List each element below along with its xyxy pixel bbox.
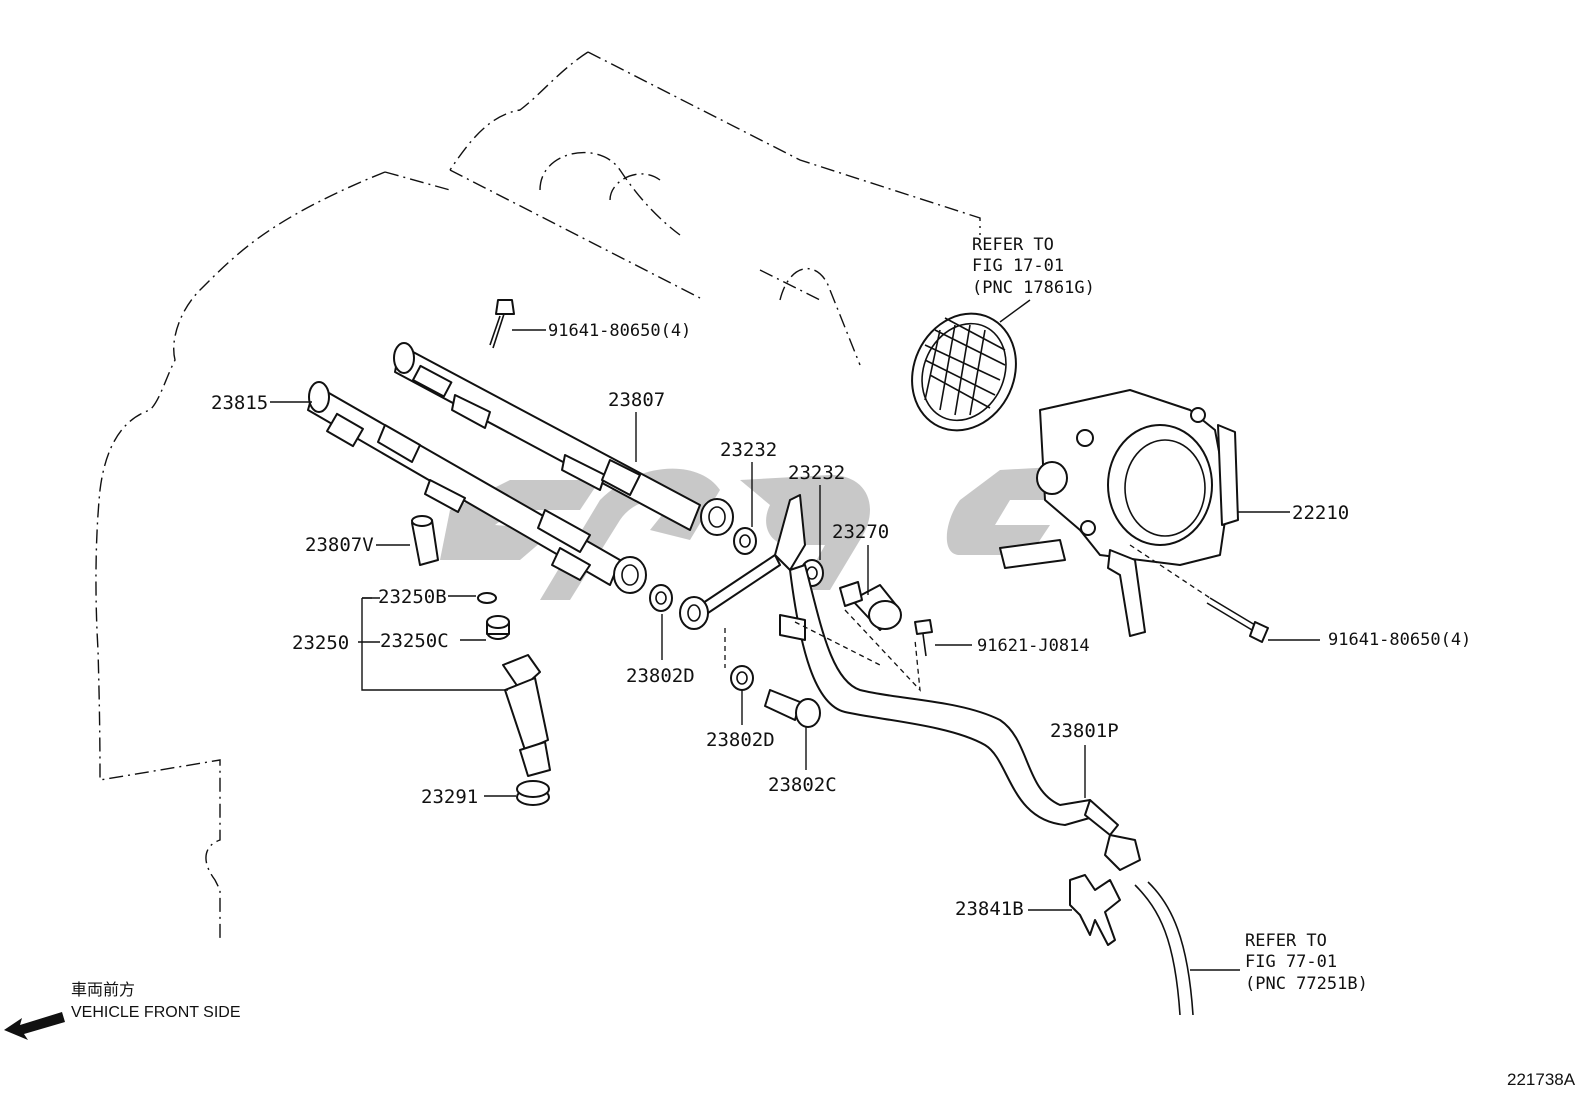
cushion-23250c bbox=[486, 615, 510, 640]
clamp-23841b bbox=[1069, 874, 1121, 946]
label-22210: 22210 bbox=[1292, 502, 1349, 524]
label-bolt-small: 91621-J0814 bbox=[977, 636, 1090, 656]
throttle-body-22210 bbox=[999, 389, 1239, 637]
gasket-23232-rear bbox=[733, 527, 757, 555]
front-arrow-icon bbox=[4, 1012, 65, 1040]
refer-note-bottom: REFER TO FIG 77-01 (PNC 77251B) bbox=[1245, 931, 1368, 994]
engine-outline bbox=[95, 51, 981, 940]
o-ring-23250b bbox=[477, 592, 497, 604]
gasket-23802d-upper bbox=[649, 584, 673, 612]
refer-bottom-line-2: FIG 77-01 bbox=[1245, 952, 1337, 972]
leader-lines bbox=[270, 299, 1320, 971]
crossover-pipe bbox=[679, 494, 806, 630]
figure-id: 221738A bbox=[1507, 1070, 1576, 1089]
refer-top-line-1: REFER TO bbox=[972, 235, 1054, 255]
spacer-23807v bbox=[411, 515, 439, 566]
front-label-jp: 車両前方 bbox=[71, 981, 135, 999]
refer-top-line-3: (PNC 17861G) bbox=[972, 278, 1095, 298]
pipe-bracket bbox=[779, 614, 806, 641]
refer-note-top: REFER TO FIG 17-01 (PNC 17861G) bbox=[972, 235, 1095, 298]
label-23250: 23250 bbox=[292, 632, 349, 654]
label-23815: 23815 bbox=[211, 392, 268, 414]
refer-top-line-2: FIG 17-01 bbox=[972, 256, 1064, 276]
label-23807: 23807 bbox=[608, 389, 665, 411]
throttle-bolt bbox=[1206, 597, 1269, 643]
fuel-rail-rear bbox=[393, 342, 734, 536]
bolt-91621 bbox=[914, 619, 933, 657]
label-bolt-throttle: 91641-80650(4) bbox=[1328, 630, 1471, 650]
label-bolt-rail: 91641-80650(4) bbox=[548, 321, 691, 341]
label-23232-front: 23232 bbox=[788, 462, 845, 484]
pulsation-damper-23270 bbox=[839, 581, 902, 631]
air-inlet-screen bbox=[911, 312, 1017, 432]
part-labels: 23815 23807 23807V 23250B 23250 23250C 2… bbox=[211, 321, 1471, 920]
refer-bottom-line-3: (PNC 77251B) bbox=[1245, 974, 1368, 994]
front-label-en: VEHICLE FRONT SIDE bbox=[71, 1004, 241, 1021]
label-23802d-upper: 23802D bbox=[626, 665, 695, 687]
label-23801p: 23801P bbox=[1050, 720, 1119, 742]
fuel-pipe-23801p bbox=[789, 564, 1141, 871]
label-23802d-lower: 23802D bbox=[706, 729, 775, 751]
injector-23250 bbox=[502, 654, 551, 777]
label-23802c: 23802C bbox=[768, 774, 837, 796]
gasket-23802d-lower bbox=[730, 665, 754, 691]
label-23232-rear: 23232 bbox=[720, 439, 777, 461]
label-23807v: 23807V bbox=[305, 534, 374, 556]
union-bolt-23802c bbox=[764, 689, 821, 728]
refer-bottom-line-1: REFER TO bbox=[1245, 931, 1327, 951]
rail-bolt bbox=[489, 299, 515, 349]
label-23250c: 23250C bbox=[380, 630, 449, 652]
fuel-hose bbox=[1134, 881, 1194, 1016]
assembly-lines bbox=[724, 544, 1211, 692]
label-23250b: 23250B bbox=[378, 586, 447, 608]
label-23291: 23291 bbox=[421, 786, 478, 808]
vehicle-front-indicator: 車両前方 VEHICLE FRONT SIDE bbox=[4, 981, 241, 1040]
label-23841b: 23841B bbox=[955, 898, 1024, 920]
label-23270: 23270 bbox=[832, 521, 889, 543]
fuel-rail-front bbox=[307, 381, 647, 594]
insulator-23291 bbox=[516, 780, 550, 806]
